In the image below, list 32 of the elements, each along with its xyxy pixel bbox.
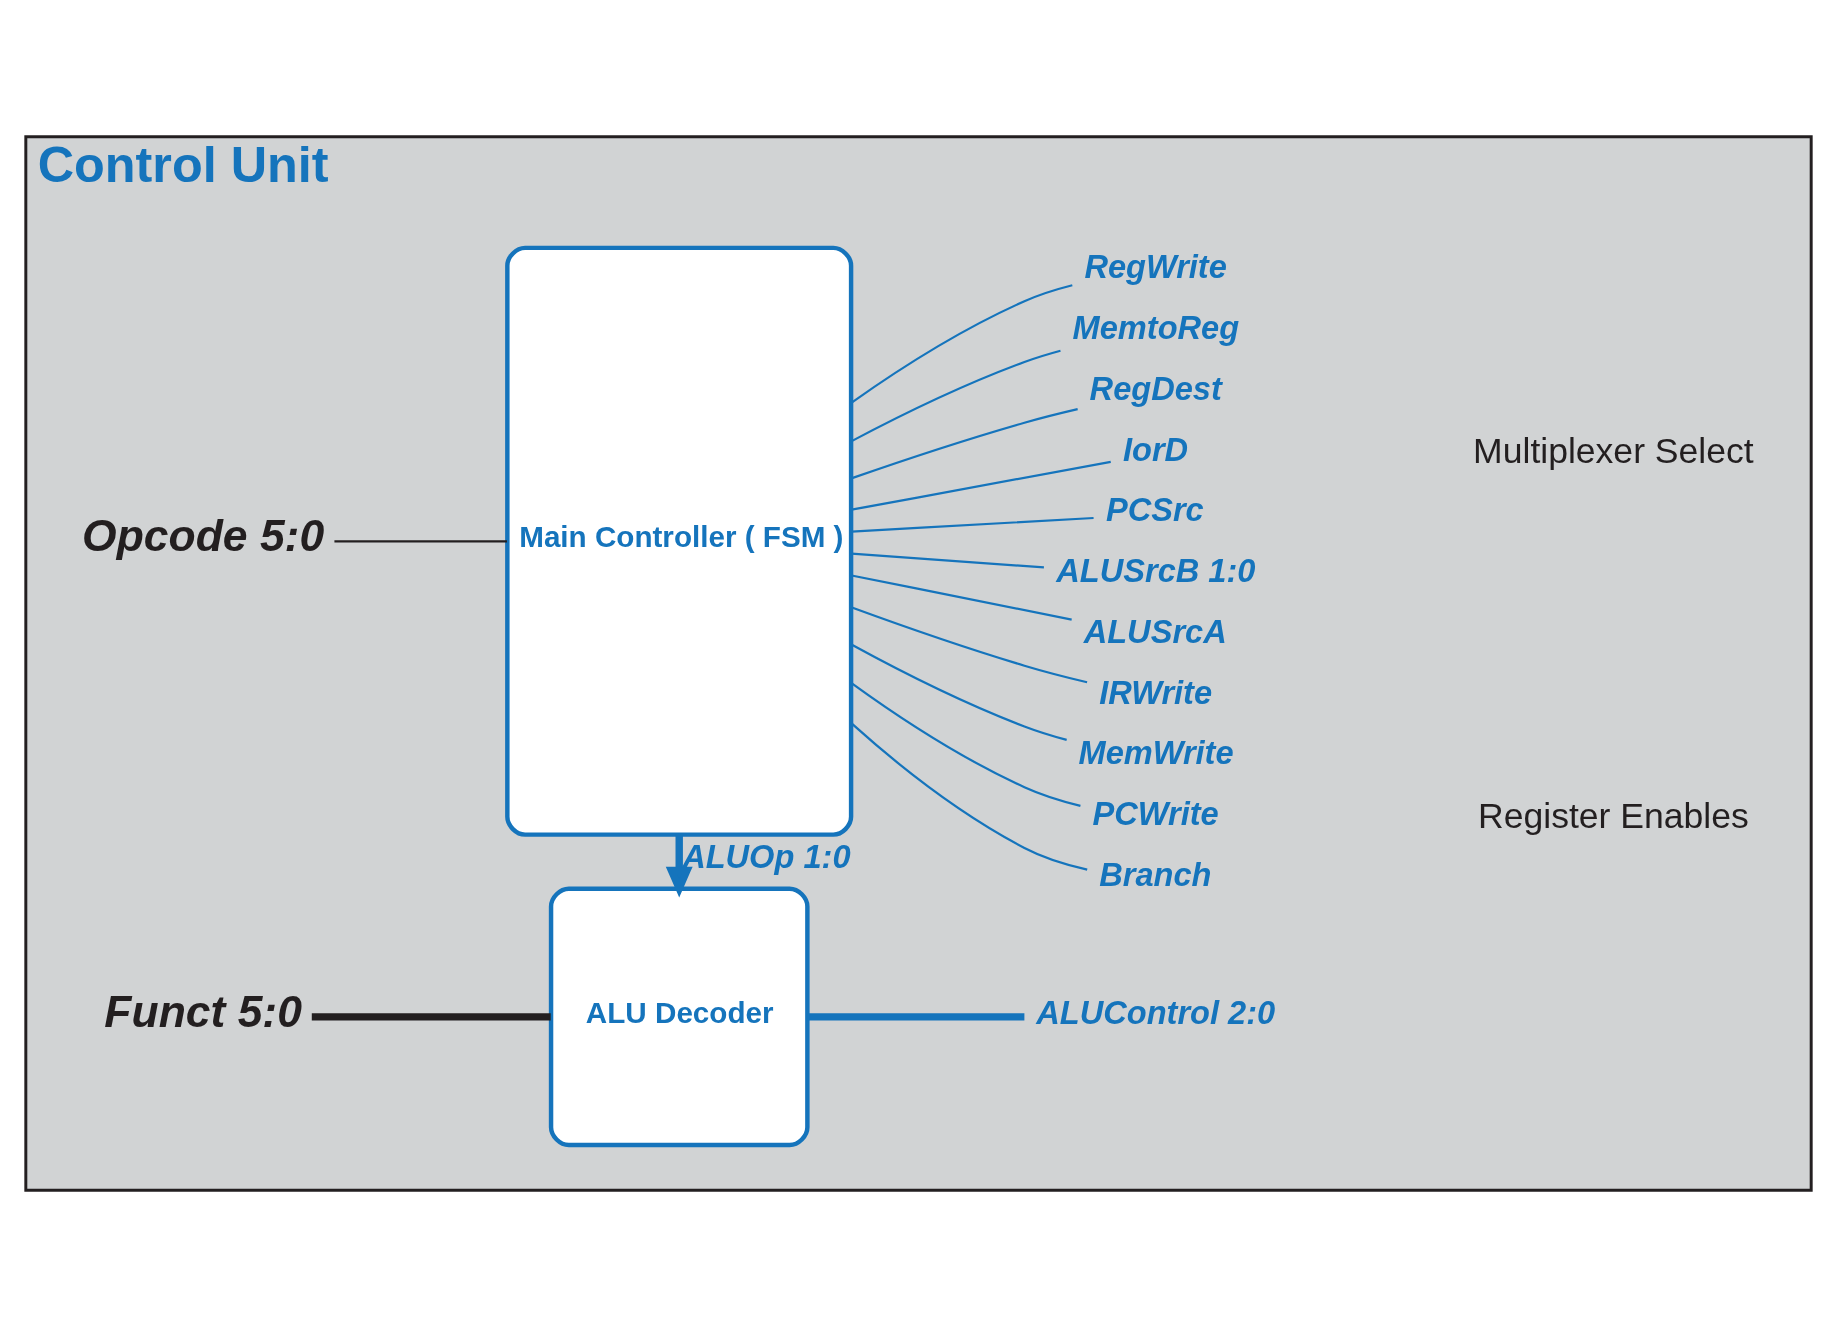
connector bbox=[850, 643, 1067, 741]
node-text: RegDest bbox=[1089, 369, 1222, 407]
node-text: ALUControl 2:0 bbox=[1036, 993, 1276, 1031]
connector bbox=[850, 284, 1073, 404]
connector bbox=[851, 516, 1094, 533]
node-text: ALUSrcB 1:0 bbox=[1056, 552, 1256, 590]
connector bbox=[850, 349, 1061, 443]
connector bbox=[850, 722, 1088, 871]
node-text: PCSrc bbox=[1105, 491, 1204, 529]
node-text: PCWrite bbox=[1092, 795, 1219, 833]
connector bbox=[851, 574, 1072, 621]
connector bbox=[334, 540, 507, 543]
connector bbox=[311, 1013, 551, 1021]
node-text: Funct 5:0 bbox=[104, 986, 302, 1036]
label: Multiplexer Select bbox=[1473, 431, 1754, 472]
label: Register Enables bbox=[1478, 795, 1749, 836]
node-text: Opcode 5:0 bbox=[82, 510, 325, 560]
connector bbox=[851, 460, 1111, 511]
connector bbox=[851, 552, 1044, 569]
connector bbox=[850, 682, 1081, 807]
node-text: IorD bbox=[1122, 430, 1189, 468]
node-text: ALUSrcA bbox=[1083, 612, 1227, 650]
arrow bbox=[665, 835, 693, 898]
node-text: MemtoReg bbox=[1072, 309, 1240, 347]
node-text: RegWrite bbox=[1084, 248, 1227, 286]
node-text: MemWrite bbox=[1078, 734, 1234, 772]
connector bbox=[850, 606, 1088, 684]
node-text: Branch bbox=[1099, 855, 1212, 893]
node-text: IRWrite bbox=[1099, 673, 1213, 711]
node-box: Main Controller ( FSM ) bbox=[505, 245, 854, 837]
node-box: ALU Decoder bbox=[548, 886, 810, 1148]
connector bbox=[850, 408, 1078, 480]
